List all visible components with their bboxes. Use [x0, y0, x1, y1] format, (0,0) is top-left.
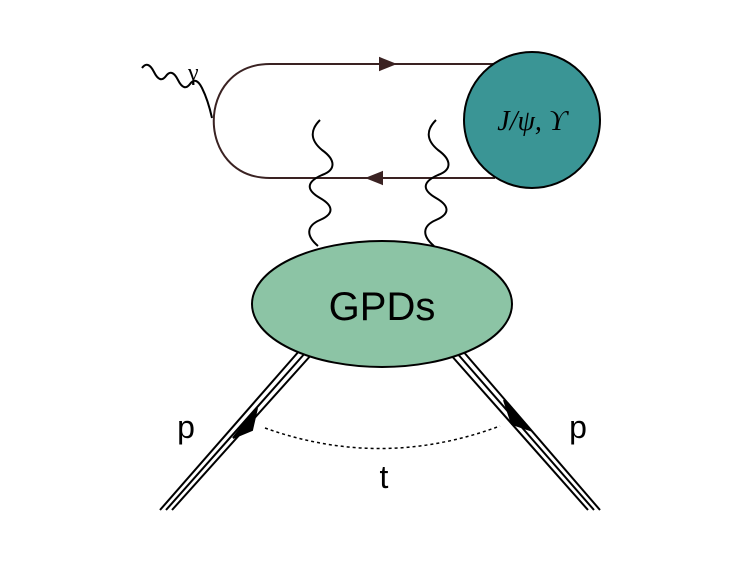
momentum-transfer-label: t — [380, 459, 389, 495]
quark-loop — [212, 63, 495, 179]
gluon-right — [424, 119, 450, 247]
proton-arrow-out — [503, 399, 534, 433]
gluon-left — [308, 119, 334, 247]
proton-out-label: p — [569, 409, 587, 445]
proton-in-label: p — [177, 409, 195, 445]
photon-line — [141, 63, 213, 119]
momentum-transfer-arc — [264, 425, 501, 450]
meson-label: J/ψ, ϒ — [497, 106, 569, 137]
gpd-blob — [251, 240, 513, 368]
photon-label: γ — [187, 60, 199, 86]
gpd-label: GPDs — [329, 285, 436, 329]
meson-blob — [463, 51, 601, 189]
proton-arrow-in — [232, 407, 258, 439]
